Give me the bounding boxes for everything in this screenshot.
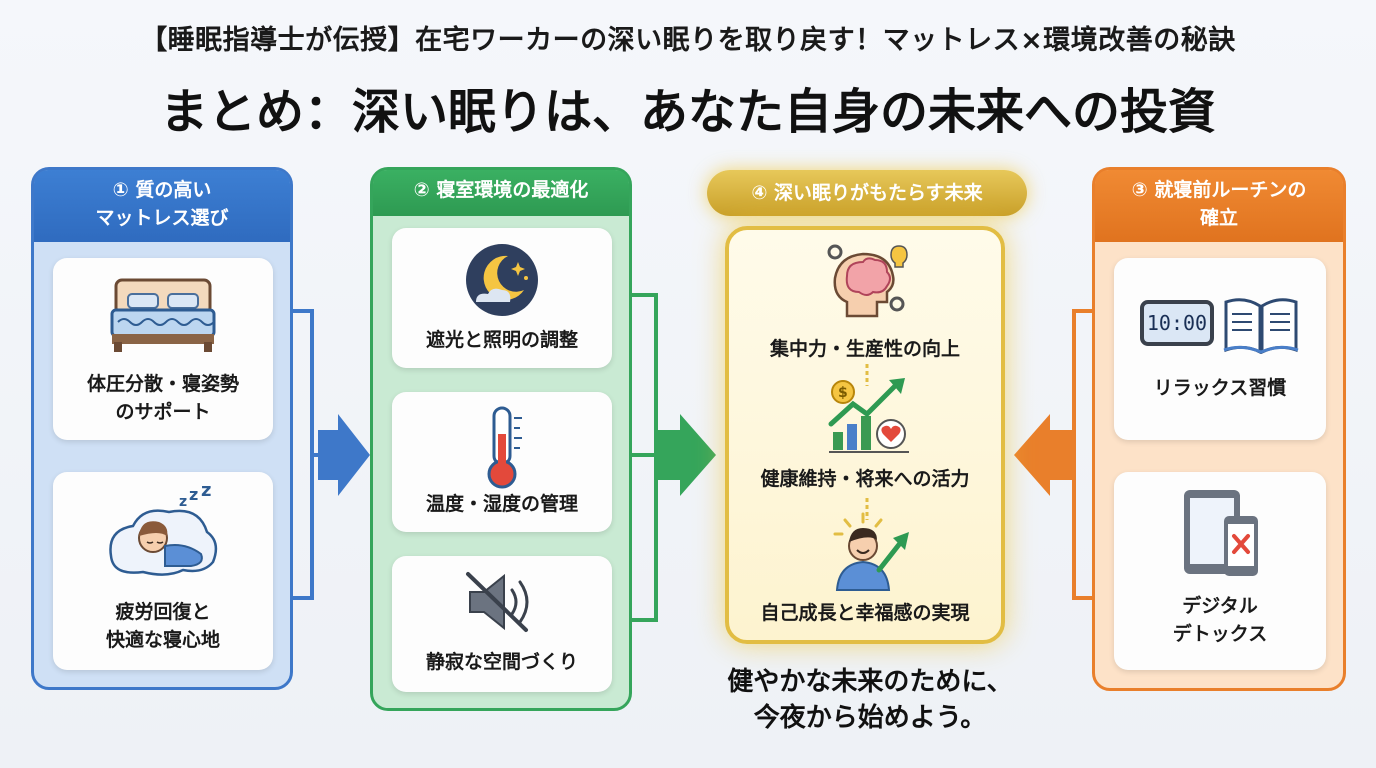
routine-card-detox-label: デジタル デトックス	[1172, 595, 1268, 645]
page-subtitle: 【睡眠指導士が伝授】在宅ワーカーの深い眠りを取り戻す！マットレス×環境改善の秘訣	[140, 25, 1236, 56]
routine-card-relax: 10:00 リラックス習慣	[1114, 258, 1326, 440]
page-title: まとめ：深い眠りは、あなた自身の未来への投資	[159, 84, 1216, 140]
mattress-card-pressure: 体圧分散・寝姿勢 のサポート	[53, 258, 273, 440]
future-panel: 集中力・生産性の向上 $ 健康維持・将来への活力 自己成長と幸福感の実現	[725, 226, 1005, 644]
bed-icon	[110, 278, 216, 352]
future-dotted-divider-2	[865, 498, 869, 520]
mattress-card-recovery: z z z 疲労回復と 快適な寝心地	[53, 472, 273, 670]
happy-person-icon	[833, 512, 909, 591]
mattress-card-recovery-label: 疲労回復と 快適な寝心地	[105, 601, 220, 651]
thermometer-icon	[487, 406, 522, 489]
brain-icon	[827, 244, 908, 318]
closing-message: 健やかな未来のために、 今夜から始めよう。	[727, 667, 1013, 733]
sleeping-person-icon: z z z	[109, 486, 218, 576]
moon-icon	[466, 244, 538, 316]
environment-panel-header: ② 寝室環境の最適化	[373, 170, 629, 216]
environment-card-temperature: 温度・湿度の管理	[392, 392, 612, 532]
blue-arrow-icon	[318, 414, 370, 496]
environment-card-light: 遮光と照明の調整	[392, 228, 612, 368]
growth-chart-icon: $	[828, 378, 909, 453]
routine-panel-header: ③ 就寝前ルーチンの 確立	[1095, 170, 1343, 242]
future-item-focus-label: 集中力・生産性の向上	[769, 338, 960, 360]
orange-arrow-icon	[1014, 414, 1074, 496]
mattress-panel: ① 質の高い マットレス選び 体圧分散・寝姿勢 のサポート z z z	[31, 167, 293, 690]
future-header: ④ 深い眠りがもたらす未来	[707, 170, 1027, 216]
devices-icon	[1184, 490, 1258, 576]
routine-card-detox: デジタル デトックス	[1114, 472, 1326, 670]
svg-text:z: z	[179, 494, 187, 510]
open-book-icon	[1223, 298, 1299, 354]
environment-card-quiet-label: 静寂な空間づくり	[425, 651, 578, 673]
environment-panel: ② 寝室環境の最適化 遮光と照明の調整 温度・湿度の管理 静寂な空間づくり	[370, 167, 632, 711]
future-item-health-label: 健康維持・将来への活力	[760, 468, 970, 490]
routine-card-relax-label: リラックス習慣	[1153, 377, 1287, 399]
environment-card-temperature-label: 温度・湿度の管理	[425, 493, 578, 515]
routine-panel: ③ 就寝前ルーチンの 確立 10:00 リラックス習慣 デジタル デトックス	[1092, 167, 1346, 691]
future-item-growth-label: 自己成長と幸福感の実現	[760, 602, 970, 624]
mattress-card-pressure-label: 体圧分散・寝姿勢 のサポート	[86, 373, 239, 423]
green-arrow-icon	[656, 414, 716, 496]
environment-card-quiet: 静寂な空間づくり	[392, 556, 612, 692]
clock-icon: 10:00	[1140, 300, 1214, 346]
svg-text:z: z	[189, 486, 198, 504]
svg-text:z: z	[201, 486, 211, 501]
mattress-panel-header: ① 質の高い マットレス選び	[34, 170, 290, 242]
future-dotted-divider	[865, 364, 869, 386]
mute-speaker-icon	[466, 572, 529, 632]
environment-card-light-label: 遮光と照明の調整	[425, 329, 578, 351]
svg-text:$: $	[838, 385, 848, 401]
